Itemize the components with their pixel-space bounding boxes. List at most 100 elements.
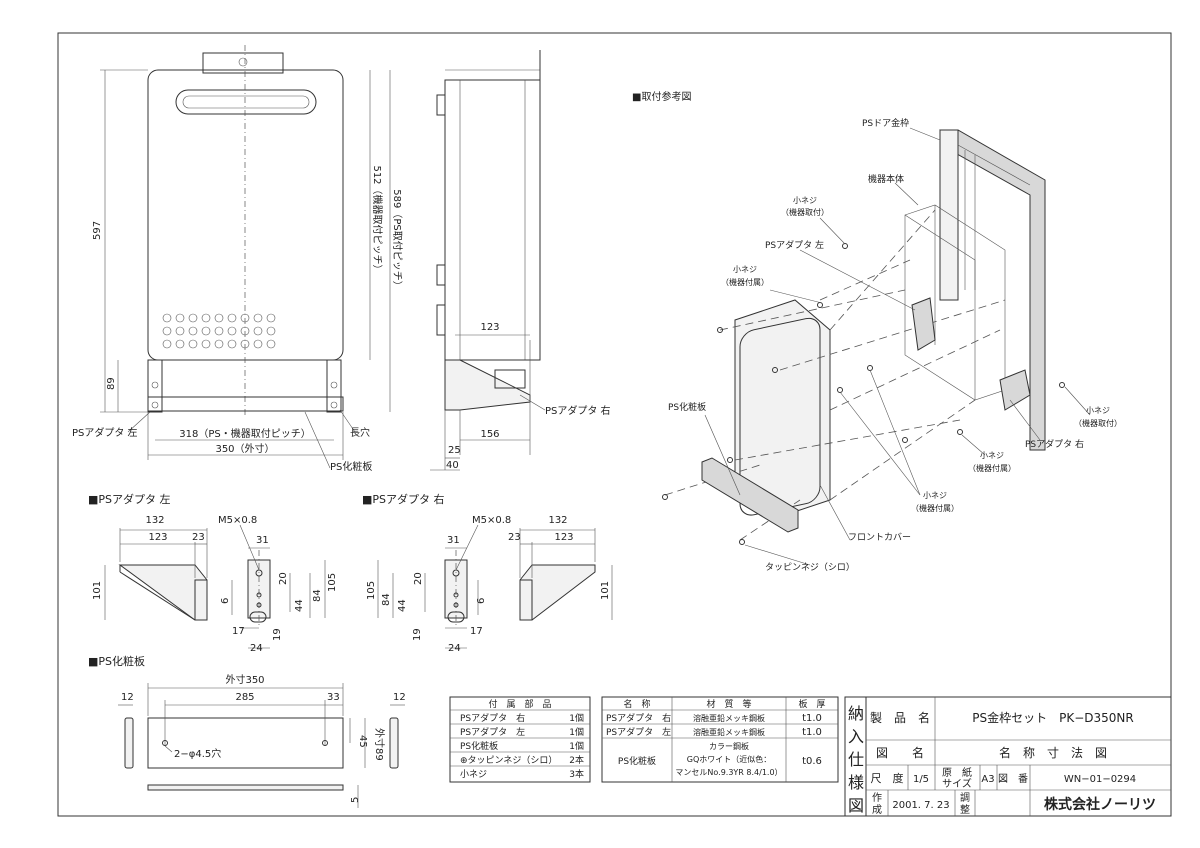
tb-date: 2001. 7. 23 <box>892 800 949 811</box>
al-d23: 23 <box>192 532 205 543</box>
label-screw-bottom-2: （機器付属） <box>911 503 959 513</box>
label-screw-right-1: 小ネジ <box>1086 406 1110 415</box>
vent-holes <box>162 313 276 349</box>
tb-check-label-2: 整 <box>960 803 970 816</box>
install-title: ■取付参考図 <box>632 90 691 103</box>
mat-row-3-material-1: カラー鋼板 <box>709 741 749 751</box>
parts-row-3-name: PS化粧板 <box>460 740 498 752</box>
al-d101: 101 <box>92 581 103 600</box>
mat-row-3-material-2: GQホワイト（近似色： <box>687 754 772 764</box>
tb-number: WN−01−0294 <box>1064 774 1136 785</box>
tb-scale: 1/5 <box>913 774 929 785</box>
tb-scale-label: 尺 度 <box>871 771 904 785</box>
panel-holes: 2−φ4.5穴 <box>174 747 221 760</box>
tb-made-label-2: 成 <box>872 804 882 816</box>
dim-25: 25 <box>448 445 461 456</box>
front-view <box>100 45 391 469</box>
parts-row-3-qty: 1個 <box>569 740 584 752</box>
ar-d19: 19 <box>412 628 423 641</box>
parts-row-4-name: ⊕タッピンネジ（シロ） <box>460 755 557 766</box>
ar-d20: 20 <box>413 572 424 585</box>
label-install-ps-panel: PS化粧板 <box>668 401 706 413</box>
label-screw-rightacc-2: （機器付属） <box>968 463 1016 473</box>
install-diagram <box>662 127 1091 566</box>
parts-row-1-qty: 1個 <box>569 712 584 724</box>
parts-header: 付 属 部 品 <box>488 698 551 710</box>
title-block <box>844 696 1172 817</box>
ar-d23: 23 <box>508 532 521 543</box>
tb-side-2: 入 <box>848 727 864 746</box>
mat-row-2-thick: t1.0 <box>802 727 822 738</box>
tb-product-label: 製 品 名 <box>870 710 930 725</box>
panel-d5: 5 <box>350 797 361 803</box>
dim-123: 123 <box>480 322 499 333</box>
dim-589: 589（PS取付ピッチ） <box>391 189 404 290</box>
label-screw-rightacc-1: 小ネジ <box>980 451 1004 460</box>
adapter-right-title: ■PSアダプタ 右 <box>362 492 445 506</box>
tb-side-3: 仕 <box>848 750 864 769</box>
al-d19: 19 <box>272 628 283 641</box>
tb-paper-label-1: 原 紙 <box>942 766 972 779</box>
mat-row-1-thick: t1.0 <box>802 713 822 724</box>
parts-row-2-qty: 1個 <box>569 726 584 738</box>
parts-row-5-qty: 3本 <box>569 768 584 780</box>
side-view <box>430 50 546 471</box>
label-screw-unit-2: （機器取付） <box>781 207 829 217</box>
parts-row-5-name: 小ネジ <box>460 769 487 780</box>
parts-row-2-name: PSアダプタ 左 <box>460 726 525 738</box>
mat-row-2-material: 溶融亜鉛メッキ鋼板 <box>693 727 765 737</box>
ar-d6: 6 <box>476 598 487 604</box>
panel-d33: 33 <box>327 692 340 703</box>
parts-table <box>449 696 591 783</box>
sheet-border <box>57 32 1172 817</box>
al-d24: 24 <box>250 643 263 654</box>
panel-d12a: 12 <box>121 692 134 703</box>
mat-row-2-name: PSアダプタ 左 <box>606 726 671 738</box>
tb-drawing: 名 称 寸 法 図 <box>999 745 1107 760</box>
label-screw-acc-1: 小ネジ <box>733 265 757 274</box>
label-ps-adapter-left: PSアダプタ 左 <box>72 426 138 439</box>
ar-d105: 105 <box>366 581 377 600</box>
label-screw-unit-1: 小ネジ <box>793 196 817 205</box>
parts-row-4-qty: 2本 <box>569 754 584 766</box>
al-d132: 132 <box>145 515 164 526</box>
dim-40: 40 <box>446 460 459 471</box>
mat-row-3-thick: t0.6 <box>802 756 822 767</box>
tb-company: 株式会社ノーリツ <box>1044 796 1156 813</box>
label-install-adapter-left: PSアダプタ 左 <box>765 239 824 251</box>
al-d17: 17 <box>232 626 245 637</box>
al-d20: 20 <box>278 572 289 585</box>
dim-597: 597 <box>92 221 103 240</box>
tb-check-label-1: 調 <box>960 791 970 804</box>
dim-512: 512（機器取付ピッチ） <box>371 165 384 274</box>
ar-m5: M5×0.8 <box>472 515 511 526</box>
ar-d17: 17 <box>470 626 483 637</box>
al-d123: 123 <box>148 532 167 543</box>
tb-drawing-label: 図 名 <box>876 745 924 760</box>
al-d6: 6 <box>220 598 231 604</box>
dim-350: 350（外寸） <box>215 442 274 455</box>
panel-d12b: 12 <box>393 692 406 703</box>
tb-number-label: 図 番 <box>998 773 1028 785</box>
mat-row-3-material-3: マンセルNo.9.3YR 8.4/1.0） <box>675 768 782 777</box>
mat-header-material: 材 質 等 <box>706 698 751 710</box>
panel-d285: 285 <box>235 692 254 703</box>
label-screw-right-2: （機器取付） <box>1074 418 1122 428</box>
label-tapping-screw: タッピンネジ（シロ） <box>765 562 855 573</box>
adapter-right-drawing <box>377 524 613 649</box>
label-screw-bottom-1: 小ネジ <box>923 491 947 500</box>
label-ps-adapter-right: PSアダプタ 右 <box>545 404 611 417</box>
ar-d84: 84 <box>381 593 392 606</box>
mat-header-thick: 板 厚 <box>798 698 825 710</box>
mat-row-1-material: 溶融亜鉛メッキ鋼板 <box>693 713 765 723</box>
label-ps-door-frame: PSドア金枠 <box>862 117 909 129</box>
tb-made-label-1: 作 <box>872 792 882 804</box>
tb-paper-label-2: サイズ <box>942 777 972 790</box>
al-m5: M5×0.8 <box>218 515 257 526</box>
al-d105: 105 <box>327 573 338 592</box>
label-ps-panel: PS化粧板 <box>330 460 372 473</box>
label-long-hole: 長穴 <box>350 426 370 439</box>
ar-d132: 132 <box>548 515 567 526</box>
tb-product: PS金枠セット PK−D350NR <box>972 710 1133 725</box>
